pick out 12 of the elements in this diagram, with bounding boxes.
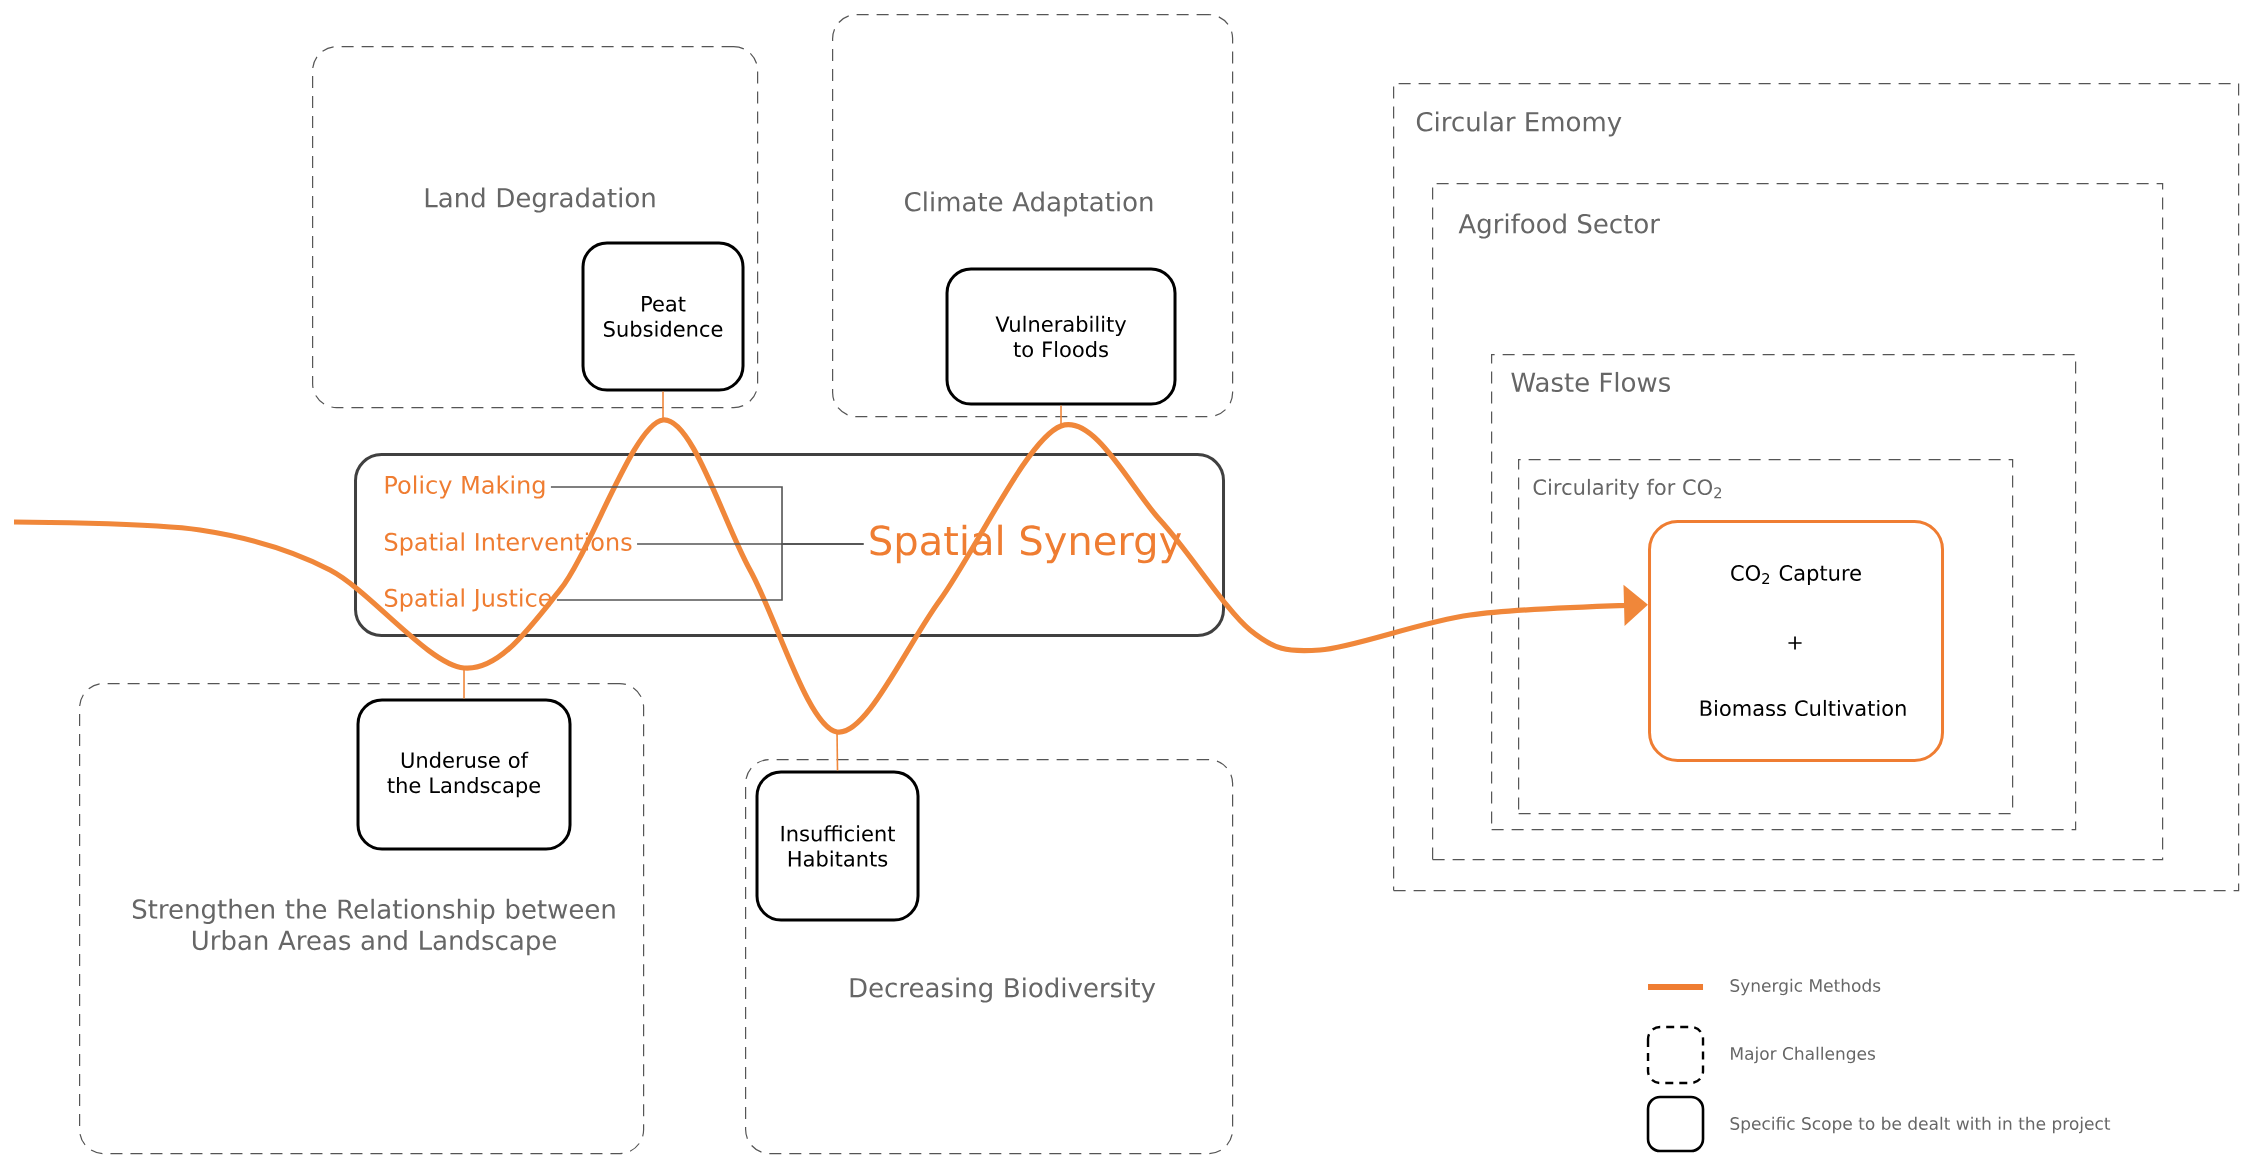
synergy-box [354, 453, 1225, 637]
method-text: Policy Making [385, 475, 545, 499]
method-text: Spatial Justice [385, 588, 552, 612]
legend-item: Synergic Methods [1648, 978, 1881, 996]
legend-item: Specific Scope to be dealt with in the project [1646, 1095, 2111, 1153]
scope-box: Underuse of the Landscape [356, 698, 572, 851]
legend-item: Major Challenges [1646, 1025, 1876, 1085]
scope-box: Insufficient Habitants [755, 770, 920, 922]
target-box: CO$_{2}$ Capture + Biomass Cultivation [1648, 520, 1944, 762]
bracket-line [556, 543, 865, 601]
scope-box: Peat Subsidence [581, 241, 745, 392]
scope-box: Vulnerability to Floods [945, 267, 1177, 406]
